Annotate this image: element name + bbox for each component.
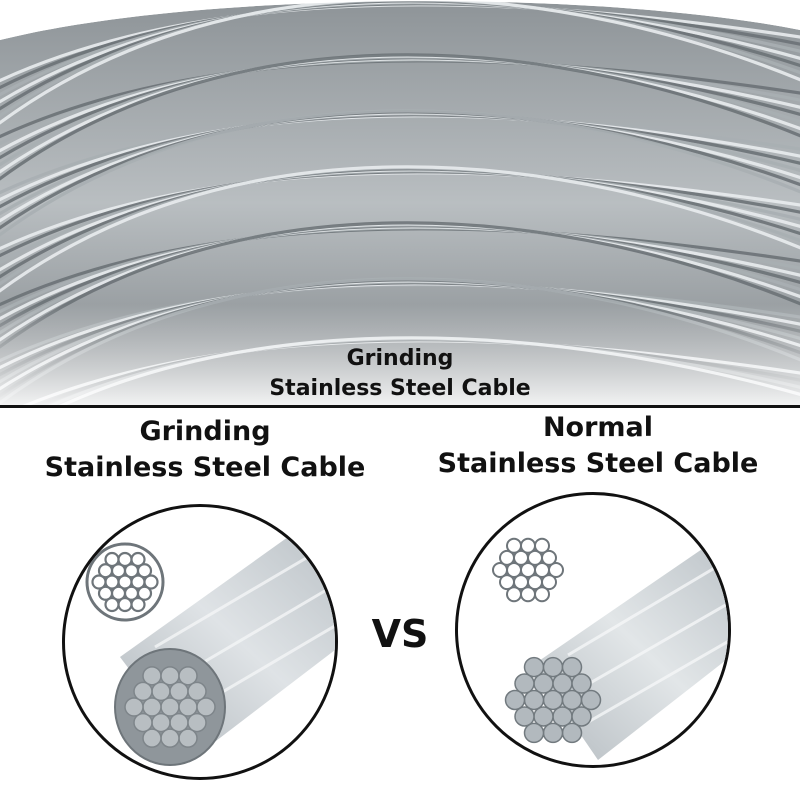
cable-wire-face <box>196 697 216 717</box>
hero-caption: Grinding Stainless Steel Cable <box>0 344 800 404</box>
cable-coil-photo: Grinding Stainless Steel Cable <box>0 0 800 405</box>
left-title-line2: Stainless Steel Cable <box>44 452 366 483</box>
cross-section-wire <box>143 574 159 590</box>
cross-section-wire <box>104 551 120 568</box>
cable-wire-face <box>523 722 545 744</box>
hero-caption-line2: Stainless Steel Cable <box>269 376 531 401</box>
cable-wire-face <box>142 728 162 748</box>
cross-section-wire <box>130 551 146 568</box>
hero-caption-line1: Grinding <box>346 346 454 371</box>
cable-wire-face <box>542 722 564 744</box>
right-panel-title: Normal Stainless Steel Cable <box>398 410 798 482</box>
cable-wire-face <box>133 681 153 702</box>
right-title-line1: Normal <box>542 412 654 443</box>
cable-wire-face <box>187 681 207 702</box>
cross-section-wire <box>130 596 146 613</box>
cable-wire-face <box>160 666 180 686</box>
cross-section-wire <box>506 586 522 603</box>
cross-section-wire <box>104 596 120 613</box>
normal-cable-illustration <box>455 492 731 768</box>
cross-section-wire <box>541 574 557 591</box>
cable-wire-face <box>514 673 535 694</box>
cross-section-wire <box>520 586 536 603</box>
cross-section-wire <box>534 537 550 554</box>
section-divider <box>0 405 800 408</box>
left-title-line1: Grinding <box>139 416 271 447</box>
cross-section-wire <box>97 585 114 601</box>
cable-wire-face <box>160 728 180 748</box>
cable-wire-face <box>523 656 545 678</box>
cable-wire-face <box>571 706 592 727</box>
cross-section-wire <box>541 549 557 566</box>
left-panel-title: Grinding Stainless Steel Cable <box>5 414 405 486</box>
cross-section-wire <box>499 549 515 566</box>
normal-cable-cross-section-icon <box>488 530 728 760</box>
cable-wire-face <box>133 712 153 733</box>
cable-wire-face <box>514 706 535 727</box>
cross-section-wire <box>492 562 508 578</box>
cable-wire-face <box>580 689 602 711</box>
cross-section-wire <box>506 537 522 554</box>
cable-wire-face <box>178 728 198 748</box>
cable-wire-face <box>561 656 583 678</box>
cross-section-wire <box>117 596 133 613</box>
cable-wire-face <box>561 722 583 744</box>
cross-section-wire <box>91 574 107 590</box>
cable-wire-face <box>178 666 198 686</box>
cross-section-wire <box>548 562 564 578</box>
cross-section-wire <box>499 574 515 591</box>
cable-wire-face <box>571 673 592 694</box>
cable-wire-face <box>142 666 162 686</box>
grinding-cable-cross-section-icon <box>85 532 335 766</box>
cable-coil-illustration <box>0 0 800 405</box>
cross-section-wire <box>534 586 550 603</box>
cable-wire-face <box>187 712 207 733</box>
cross-section-wire <box>136 585 153 601</box>
grinding-cable-illustration <box>62 504 338 780</box>
cable-wire-face <box>542 656 564 678</box>
vs-label: VS <box>371 612 429 656</box>
cross-section-wire <box>136 563 153 579</box>
cross-section-wire <box>117 551 133 568</box>
cross-section-wire <box>520 537 536 554</box>
right-title-line2: Stainless Steel Cable <box>437 448 759 479</box>
cross-section-wire <box>97 563 114 579</box>
cable-wire-face <box>504 689 526 711</box>
cable-wire-face <box>124 697 144 717</box>
